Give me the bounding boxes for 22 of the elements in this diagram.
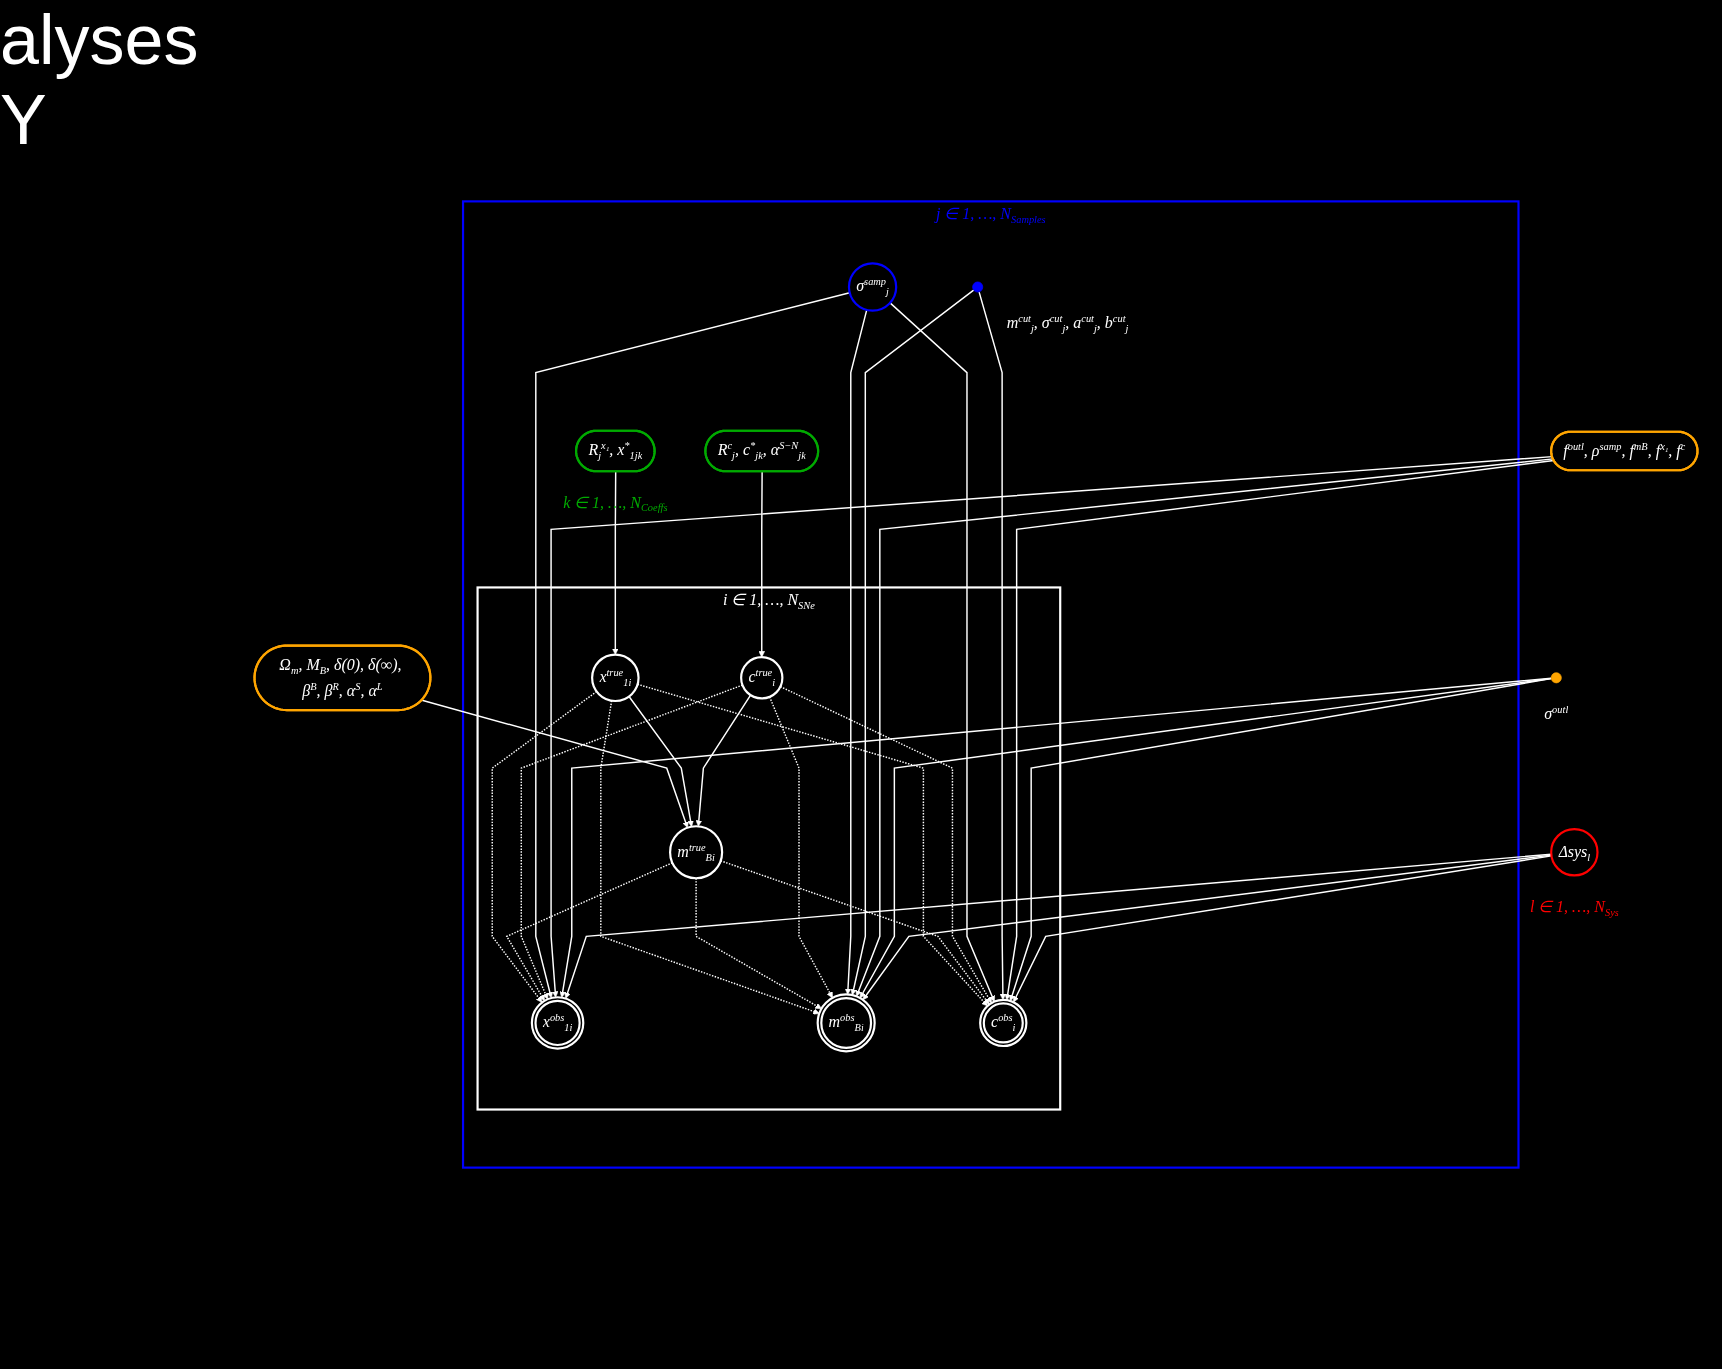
arrow [600,700,820,1015]
arrow [889,302,996,1002]
arrow [779,685,992,1004]
node-circle [1550,672,1562,684]
slide-title-fragment: alyses [0,0,199,80]
arrow [695,694,752,827]
arrow [844,309,868,995]
arrow [859,677,1552,999]
node-label: l ∈ 1, …, N$_{Sys}$ [1529,897,1619,918]
arrow [855,458,1554,997]
node-label: k ∈ 1, …, N$_{Coeffs}$ [563,493,668,514]
arrow [564,853,1552,999]
arrow [559,677,1552,998]
slide-title-fragment: Y [0,80,47,160]
arrow [628,695,694,827]
node-circle: Δsys$_{l}$ [1550,828,1599,877]
arrow [1009,677,1552,1002]
arrow [850,289,975,996]
arrow [550,455,1553,998]
node-circle [972,281,984,293]
node-label: σ$^{outl}$ [1544,703,1569,723]
arrow [421,699,689,828]
